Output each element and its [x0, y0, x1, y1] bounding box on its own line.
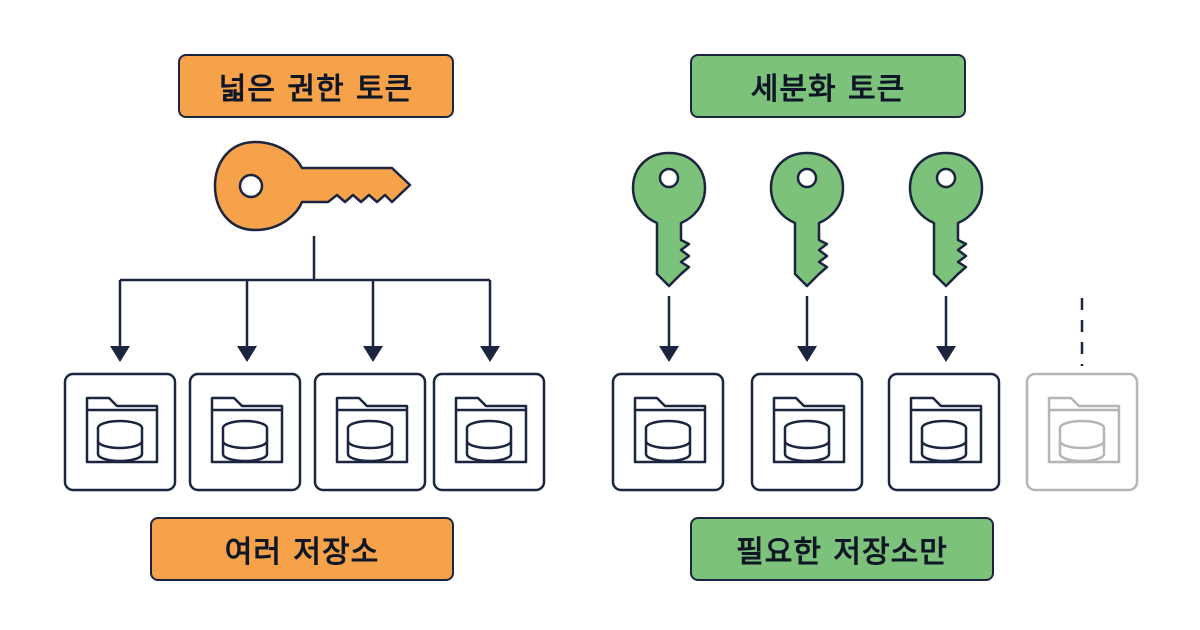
arrow-down-icon [110, 346, 130, 362]
broad-key-icon [213, 140, 412, 232]
arrow-down-icon [659, 346, 679, 362]
left-top-label: 넓은 권한 토큰 [178, 54, 454, 118]
folder-database-icon [611, 372, 725, 492]
arrow-down-icon [363, 346, 383, 362]
left-arrowheads [110, 346, 500, 362]
folder-database-icon [63, 372, 177, 492]
left-connector-lines [118, 236, 492, 348]
key-icon [769, 151, 845, 288]
folder-database-icon [188, 372, 302, 492]
arrow-down-icon [480, 346, 500, 362]
arrow-down-icon [797, 346, 817, 362]
left-bottom-label: 여러 저장소 [150, 517, 454, 581]
folder-database-icon [887, 372, 1001, 492]
right-top-label: 세분화 토큰 [690, 54, 966, 118]
right-arrowheads [659, 346, 956, 362]
inactive-folder-database-icon [1025, 372, 1139, 492]
arrow-down-icon [936, 346, 956, 362]
key-icon [631, 151, 707, 288]
folder-database-icon [750, 372, 864, 492]
folder-database-icon [313, 372, 427, 492]
folder-database-icon [432, 372, 546, 492]
arrow-down-icon [237, 346, 257, 362]
right-bottom-label: 필요한 저장소만 [690, 517, 994, 581]
key-icon [908, 151, 984, 288]
right-connector-lines [667, 296, 1084, 366]
